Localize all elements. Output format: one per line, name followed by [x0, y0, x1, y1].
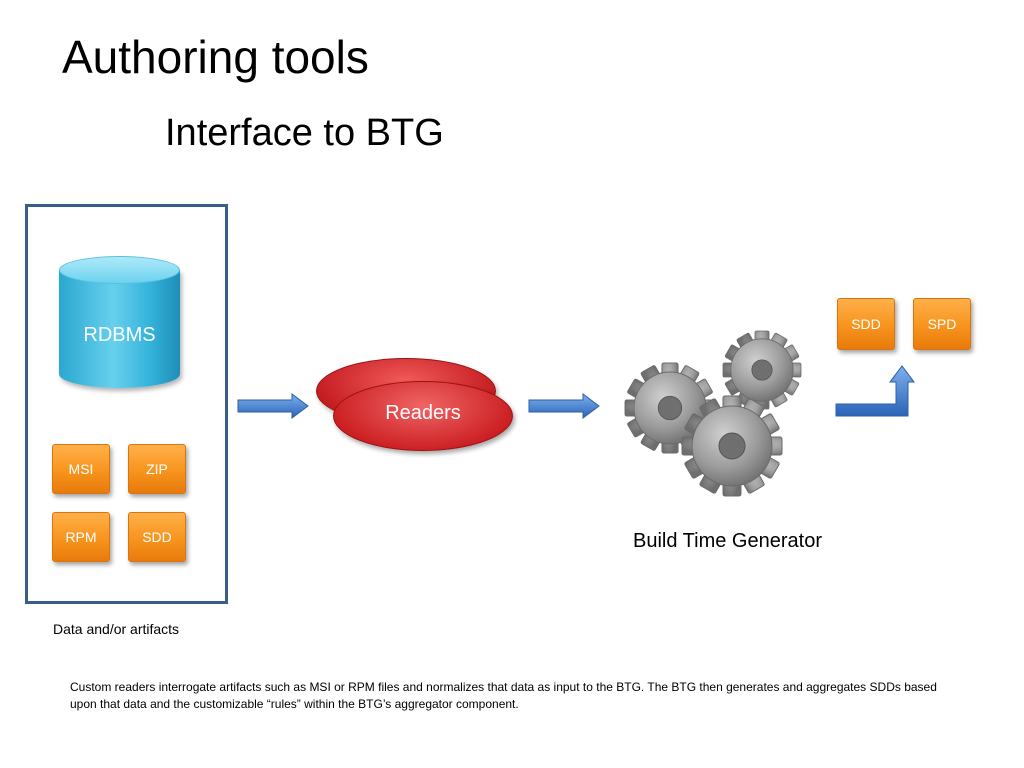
database-cylinder-body — [59, 270, 180, 388]
artifact-box-msi: MSI — [52, 444, 110, 494]
arrow-right-icon — [528, 393, 600, 419]
readers-label: Readers — [385, 402, 461, 424]
slide-subtitle: Interface to BTG — [165, 112, 444, 154]
arrow-up-icon — [835, 365, 915, 417]
artifact-box-sdd: SDD — [128, 512, 186, 562]
artifacts-container — [25, 204, 228, 604]
slide-title: Authoring tools — [62, 31, 369, 83]
generator-label: Build Time Generator — [633, 530, 822, 552]
reader-ellipse-front — [333, 381, 513, 451]
container-label: Data and/or artifacts — [53, 621, 180, 637]
artifact-box-zip: ZIP — [128, 444, 186, 494]
database-cylinder-top — [59, 256, 180, 284]
output-box-spd: SPD — [913, 298, 971, 350]
arrow-right-icon — [237, 393, 309, 419]
gears-icon — [624, 330, 802, 497]
artifact-box-rpm: RPM — [52, 512, 110, 562]
description-text: Custom readers interrogate artifacts suc… — [70, 680, 937, 711]
output-box-sdd: SDD — [837, 298, 895, 350]
database-label: RDBMS — [83, 324, 156, 346]
